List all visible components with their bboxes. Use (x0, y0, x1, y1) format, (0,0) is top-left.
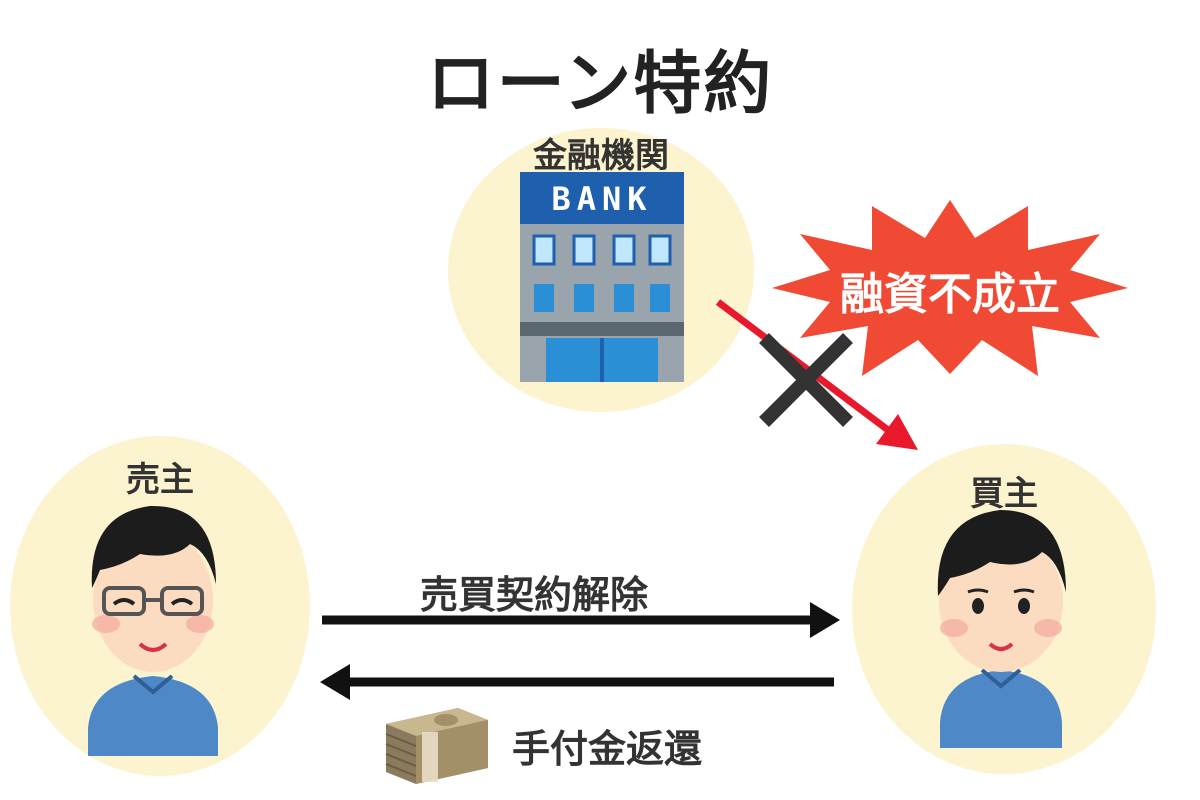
buyer-label: 買主 (970, 474, 1038, 514)
burst-label: 融資不成立 (840, 269, 1060, 320)
bank-label: 金融機関 (533, 136, 669, 176)
deposit-return-label: 手付金返還 (512, 727, 703, 771)
buyer-person-icon (937, 510, 1066, 748)
cross-icon (759, 333, 853, 427)
burst-shape (772, 200, 1128, 376)
seller-label: 売主 (126, 460, 194, 500)
contract-cancel-label: 売買契約解除 (420, 573, 649, 617)
seller-person-icon (88, 505, 218, 756)
money-stack-icon (385, 708, 488, 784)
page-title: ローン特約 (426, 45, 774, 124)
bank-sign-text: BANK (551, 180, 652, 218)
loan-arrow (715, 299, 918, 450)
contract-cancel-arrow (322, 602, 840, 638)
bank-building-icon: BANK (520, 172, 684, 382)
deposit-return-arrow (320, 664, 834, 700)
